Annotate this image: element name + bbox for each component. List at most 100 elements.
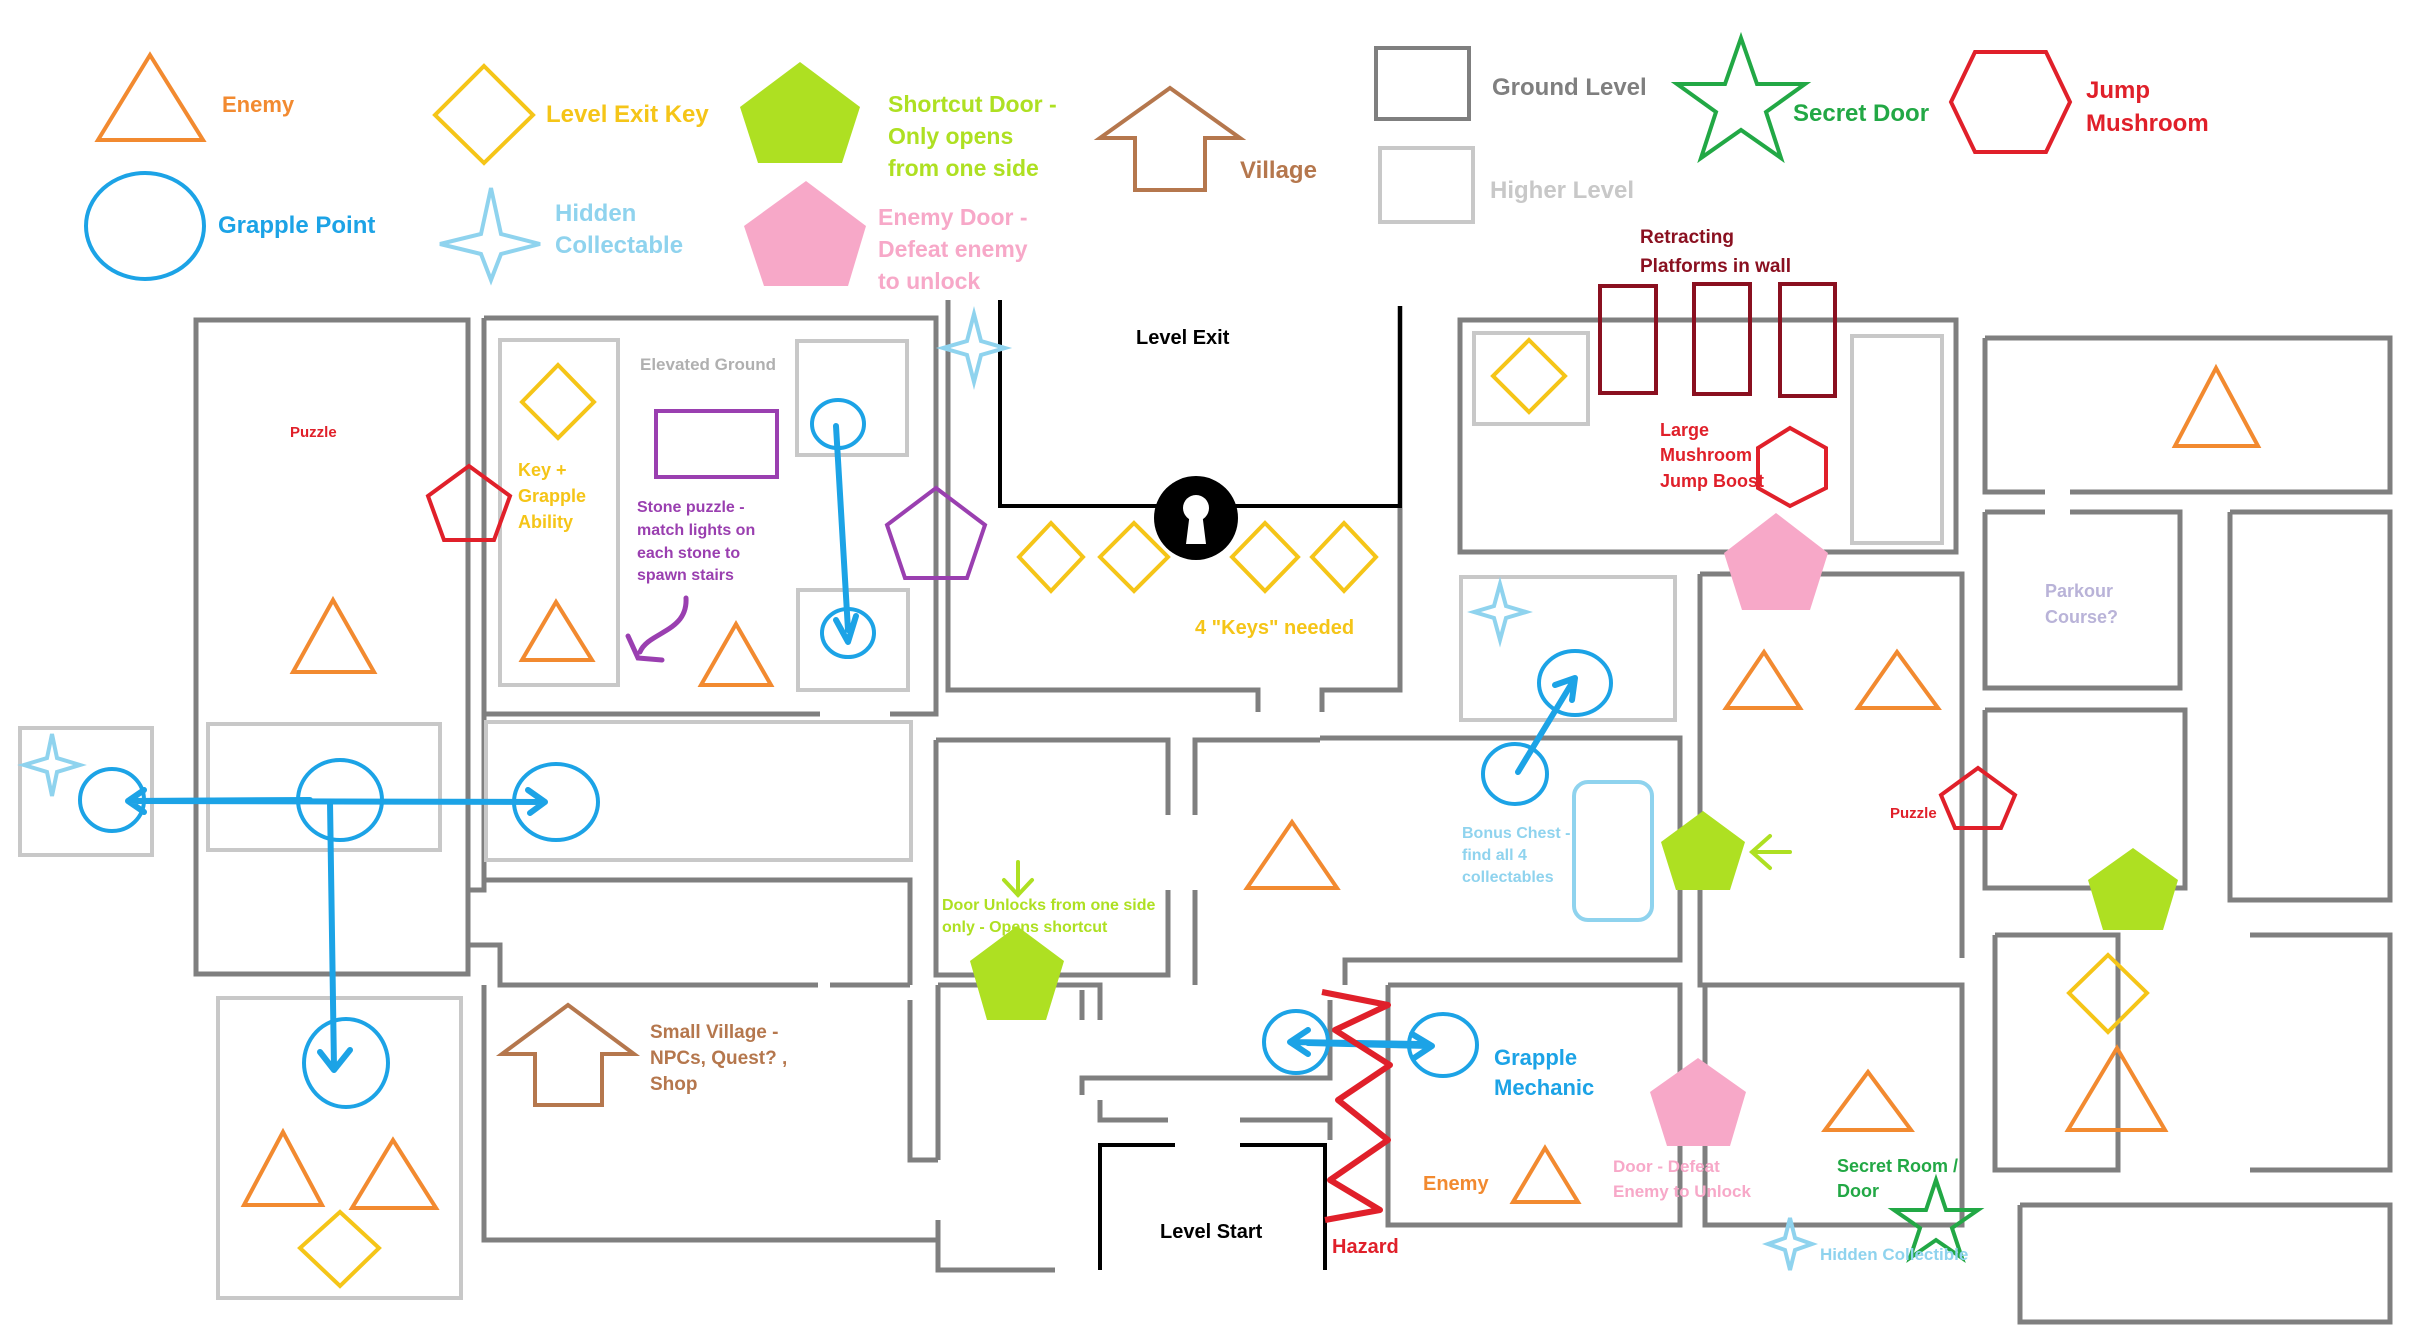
enemy-doors [1650, 513, 1828, 1146]
shortcut-doors [970, 811, 2178, 1020]
legend-jump-mushroom-icon [1948, 50, 2073, 154]
legend-shortcut-door-label-2: Only opens [888, 123, 1013, 149]
key-grapple-label-1: Key + [518, 460, 567, 480]
keys-needed-label: 4 "Keys" needed [1195, 617, 1354, 639]
door-unlock-label-2: only - Opens shortcut [942, 919, 1108, 936]
mushroom-room [1457, 317, 1959, 555]
small-village-label-3: Shop [650, 1074, 698, 1095]
legend-secret-door-label: Secret Door [1793, 100, 1929, 127]
stone-puzzle-label-2: match lights on [637, 522, 755, 539]
key-icon [297, 1209, 382, 1289]
map-labels: Retracting Platforms in wall Level Exit … [290, 227, 2118, 1264]
puzzle-markers [425, 463, 2018, 830]
legend-shortcut-door-label-1: Shortcut Door - [888, 91, 1057, 117]
key-grapple-label-3: Ability [518, 512, 573, 532]
enemy-icon [240, 1127, 326, 1207]
small-village-label-2: NPCs, Quest? , [650, 1048, 787, 1069]
mushroom-label-2: Mushroom [1660, 445, 1752, 465]
left-corridor [466, 714, 818, 988]
legend-village-label: Village [1240, 157, 1317, 184]
retracting-label-2: Platforms in wall [1640, 256, 1791, 277]
legend-grapple-point-label: Grapple Point [218, 212, 375, 239]
key-icon [519, 362, 597, 441]
key-icon [1016, 520, 1086, 594]
shortcut-arrow-icon [1748, 834, 1792, 870]
walls [193, 300, 2393, 1325]
legend-hidden-collectable-label-2: Collectable [555, 232, 683, 259]
legend-enemy-door-label-2: Defeat enemy [878, 236, 1028, 262]
mushroom-key-ledge [1472, 331, 1590, 426]
secret-room-label-1: Secret Room / [1837, 1156, 1958, 1176]
shortcut-door-icon [2088, 848, 2178, 930]
hidden-collectable-icon [17, 733, 87, 797]
left-hidden-ledge [18, 726, 154, 857]
enemy-icon [518, 598, 596, 662]
grapple-path [1515, 675, 1578, 775]
door-defeat-label-2: Enemy to Unlock [1613, 1182, 1751, 1201]
puzzle-icon [425, 463, 513, 542]
grapple-path [125, 787, 313, 815]
enemy-icon [1722, 648, 1804, 710]
bonus-chest-label-1: Bonus Chest - [1462, 825, 1570, 842]
retracting-platform [1692, 282, 1752, 396]
hidden-collectible-label: Hidden Collectible [1820, 1245, 1968, 1264]
legend-grapple-point-icon [84, 171, 206, 281]
level-exit-label: Level Exit [1136, 327, 1230, 349]
grapple-mechanic-room [1385, 982, 1683, 1228]
grapple-mechanic-label-2: Mechanic [1494, 1075, 1594, 1100]
retracting-platform [1778, 282, 1837, 398]
right-grapple-ledge [484, 720, 913, 862]
elevated-key-ledge [498, 338, 620, 687]
stone-puzzle-arrow [625, 595, 689, 663]
stone-puzzle-label-1: Stone puzzle - [637, 499, 745, 516]
bonus-chest-icon [1572, 780, 1654, 922]
legend: Enemy Grapple Point Level Exit Key Hidde… [84, 31, 2209, 294]
enemy-icon [697, 619, 775, 687]
legend-higher-level-label: Higher Level [1490, 177, 1634, 204]
grapple-path [833, 423, 859, 645]
legend-ground-level-label: Ground Level [1492, 74, 1647, 101]
level-exit-walls [998, 300, 1402, 1270]
enemy-door-icon [1724, 513, 1828, 610]
puzzle-left-label: Puzzle [290, 424, 337, 441]
enemy-door-icon [1650, 1058, 1746, 1146]
legend-enemy-door-label-3: to unlock [878, 268, 980, 294]
central-grapple-ledge [206, 722, 442, 852]
shortcut-arrows [1002, 834, 1792, 898]
hidden-collectable-ledge [1459, 575, 1677, 722]
legend-higher-level-icon [1378, 146, 1475, 224]
legend-enemy-icon [94, 51, 207, 142]
door-defeat-label-1: Door - Defeat [1613, 1157, 1720, 1176]
key-icon [1229, 520, 1301, 594]
legend-shortcut-door-label-3: from one side [888, 155, 1039, 181]
grapple-point-icon [1537, 649, 1613, 717]
enemy-icon [2171, 363, 2262, 448]
right-lower-area [1992, 932, 2393, 1325]
grapple-paths [125, 423, 1578, 1073]
legend-hidden-collectable-icon [439, 187, 541, 286]
right-center-room [1697, 571, 1965, 988]
jump-mushroom-icon [1756, 425, 1828, 509]
keys [297, 337, 2150, 1289]
village-icon [495, 1002, 641, 1107]
legend-enemy-door-icon [744, 181, 866, 286]
bonus-chest-label-3: collectables [1462, 869, 1554, 886]
retracting-label-1: Retracting [1640, 227, 1734, 248]
enemy-icon [348, 1136, 440, 1210]
hidden-collectable-icon [935, 306, 1013, 390]
central-room [933, 735, 1683, 985]
retracting-platforms [1598, 282, 1837, 398]
key-icon [1490, 337, 1568, 415]
keyhole-lock [1154, 476, 1238, 560]
bottom-left-ledge [216, 996, 463, 1300]
mushroom-label-1: Large [1660, 420, 1709, 440]
parkour-label-1: Parkour [2045, 581, 2113, 601]
parkour-area [1982, 335, 2393, 903]
mushroom-label-3: Jump Boost [1660, 471, 1764, 491]
enemy-room-label: Enemy [1423, 1173, 1489, 1195]
secret-room-label-2: Door [1837, 1181, 1879, 1201]
grapple-point-icon [302, 1017, 390, 1109]
parkour-label-2: Course? [2045, 607, 2118, 627]
enemy-icon [1821, 1068, 1915, 1132]
